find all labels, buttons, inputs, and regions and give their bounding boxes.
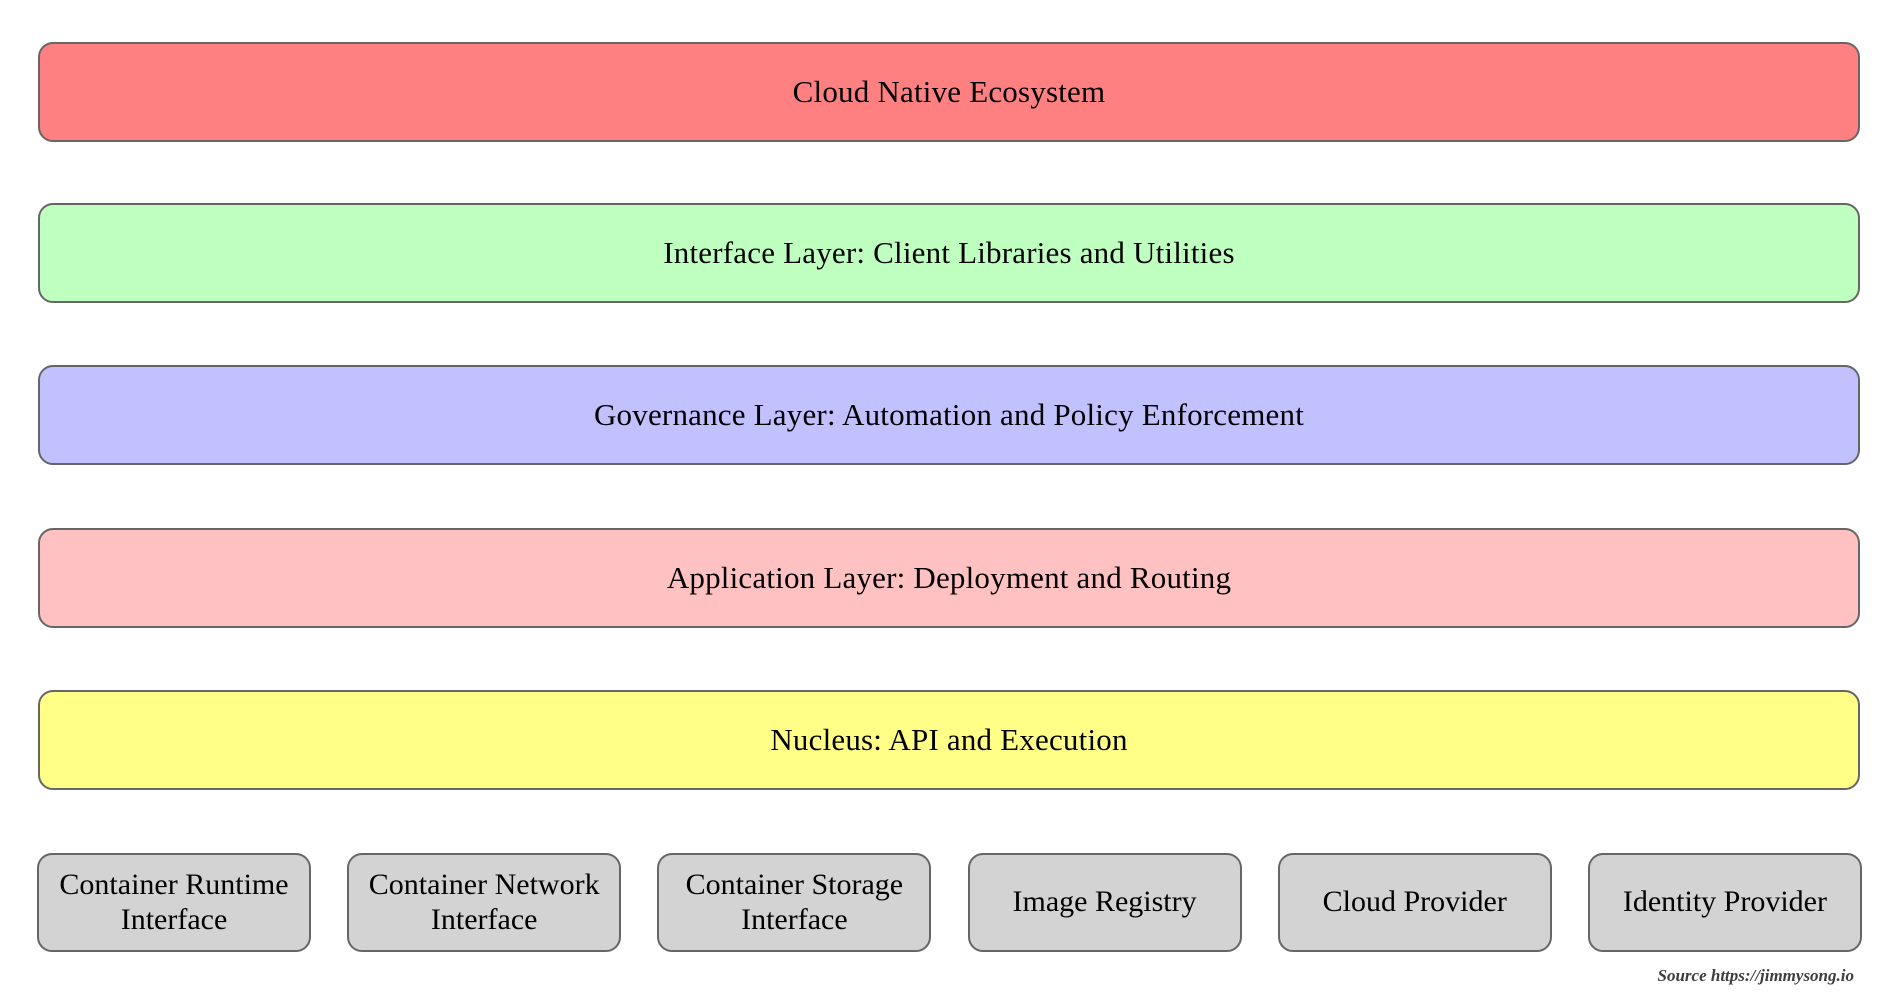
layer-interface: Interface Layer: Client Libraries and Ut… (38, 203, 1860, 303)
layer-interface-label: Interface Layer: Client Libraries and Ut… (663, 235, 1235, 270)
layer-governance: Governance Layer: Automation and Policy … (38, 365, 1860, 465)
layer-nucleus: Nucleus: API and Execution (38, 690, 1860, 790)
foundation-row: Container Runtime Interface Container Ne… (37, 853, 1862, 952)
box-cloud-provider: Cloud Provider (1277, 853, 1552, 952)
layer-cloud-native-ecosystem-label: Cloud Native Ecosystem (792, 74, 1106, 109)
layer-cloud-native-ecosystem: Cloud Native Ecosystem (38, 42, 1860, 142)
layer-nucleus-label: Nucleus: API and Execution (770, 722, 1128, 757)
box-image-registry: Image Registry (967, 853, 1242, 952)
box-image-registry-label: Image Registry (1012, 885, 1197, 919)
box-identity-provider-label: Identity Provider (1622, 885, 1827, 919)
box-container-network-interface: Container Network Interface (347, 853, 622, 952)
box-container-network-interface-label: Container Network Interface (368, 868, 600, 936)
layer-governance-label: Governance Layer: Automation and Policy … (593, 397, 1305, 432)
box-container-runtime-interface-label: Container Runtime Interface (59, 868, 289, 936)
layer-application-label: Application Layer: Deployment and Routin… (666, 560, 1232, 595)
box-container-runtime-interface: Container Runtime Interface (37, 853, 311, 952)
box-cloud-provider-label: Cloud Provider (1322, 885, 1507, 919)
box-container-storage-interface: Container Storage Interface (657, 853, 932, 952)
layer-application: Application Layer: Deployment and Routin… (38, 528, 1860, 628)
box-container-storage-interface-label: Container Storage Interface (685, 868, 904, 936)
box-identity-provider: Identity Provider (1587, 853, 1862, 952)
source-credit: Source https://jimmysong.io (1657, 966, 1854, 985)
